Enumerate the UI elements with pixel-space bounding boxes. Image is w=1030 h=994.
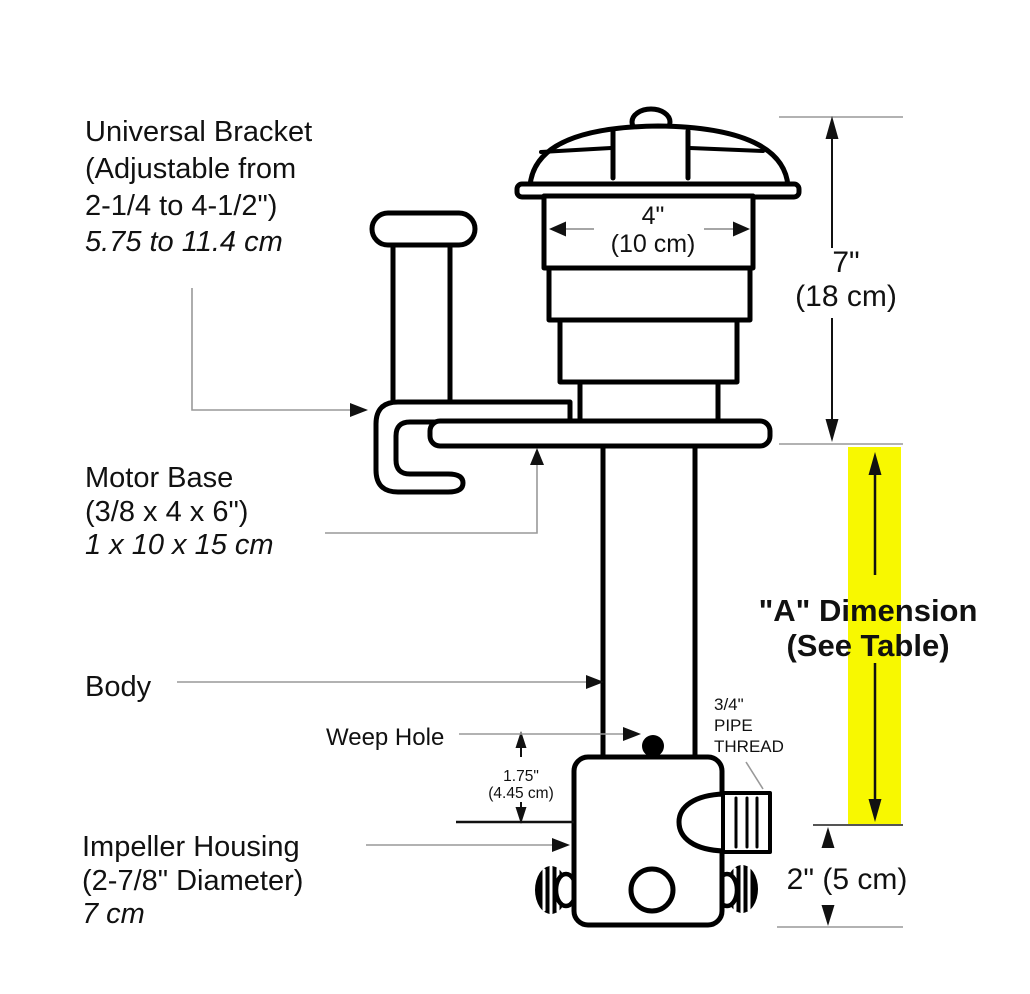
arrow-left-icon	[549, 221, 566, 237]
a-dimension-label-1: "A" Dimension	[759, 593, 978, 628]
motor-section-2	[546, 265, 753, 323]
arrow-right-icon	[623, 727, 641, 741]
arrow-up-icon	[868, 452, 882, 475]
svg-text:Motor Base: Motor Base	[85, 462, 233, 494]
weep-hole-dot	[642, 735, 664, 757]
label-motor-base: Motor Base (3/8 x 4 x 6") 1 x 10 x 15 cm	[85, 462, 274, 561]
svg-text:7 cm: 7 cm	[82, 898, 145, 930]
dim-housing-clearance: 2" (5 cm)	[777, 827, 908, 928]
svg-text:Universal Bracket: Universal Bracket	[85, 116, 312, 148]
motor-cap-inner-line-left	[539, 146, 613, 154]
dim-motor-width-in: 4"	[642, 202, 665, 230]
dim-a-dimension: "A" Dimension (See Table)	[759, 452, 978, 826]
motor-section-1	[541, 193, 756, 271]
motor-section-4	[577, 379, 721, 425]
leader-arrowheads	[350, 403, 641, 852]
svg-text:2-1/4 to 4-1/2"): 2-1/4 to 4-1/2")	[85, 190, 277, 222]
label-pipe-thread: 3/4" PIPE THREAD	[714, 695, 784, 756]
dim-weep-height: 1.75" (4.45 cm)	[456, 731, 574, 824]
arrow-up-icon	[530, 448, 544, 465]
leader-universal-bracket	[191, 288, 351, 411]
label-weep-hole: Weep Hole	[326, 724, 444, 751]
outlet-thread	[721, 791, 772, 854]
arrow-up-icon	[825, 116, 839, 139]
svg-text:PIPE: PIPE	[714, 716, 753, 735]
bracket-post	[390, 240, 453, 408]
svg-text:(Adjustable from: (Adjustable from	[85, 153, 296, 185]
pump-drawing	[369, 106, 802, 928]
svg-text:(3/8 x 4 x 6"): (3/8 x 4 x 6")	[85, 496, 248, 528]
leader-pipe-thread	[745, 761, 764, 790]
svg-text:5.75 to 11.4 cm: 5.75 to 11.4 cm	[85, 226, 283, 258]
leader-motor-base	[325, 463, 538, 534]
housing-knob-left	[535, 865, 579, 915]
dimensions: 4" (10 cm) 7" (18 cm) "A" Dimension (See…	[456, 116, 978, 928]
labels: Universal Bracket (Adjustable from 2-1/4…	[82, 116, 784, 930]
arrow-down-icon	[868, 799, 882, 822]
motor-cap-inner-line-right	[688, 146, 765, 153]
housing-front-port	[628, 866, 676, 914]
svg-text:Impeller Housing: Impeller Housing	[82, 831, 300, 863]
arrow-down-icon	[825, 419, 839, 442]
svg-text:(2-7/8" Diameter): (2-7/8" Diameter)	[82, 865, 303, 897]
arrow-right-icon	[350, 403, 368, 417]
dim-weep-cm: (4.45 cm)	[488, 785, 553, 802]
arrow-up-icon	[821, 827, 835, 848]
svg-text:THREAD: THREAD	[714, 737, 784, 756]
a-dimension-label-2: (See Table)	[786, 628, 949, 663]
dim-motor-width-cm: (10 cm)	[611, 230, 696, 258]
pump-body-tube	[600, 437, 698, 763]
arrow-right-icon	[733, 221, 750, 237]
motor-section-3	[557, 317, 740, 385]
arrow-down-icon	[515, 807, 527, 824]
dim-motor-height-in: 7"	[832, 246, 859, 279]
outlet-nose	[676, 791, 727, 854]
arrow-right-icon	[552, 838, 570, 852]
dim-weep-in: 1.75"	[503, 768, 539, 785]
svg-text:1 x 10 x 15 cm: 1 x 10 x 15 cm	[85, 529, 274, 561]
svg-text:3/4": 3/4"	[714, 695, 744, 714]
arrow-up-icon	[515, 731, 527, 748]
arrow-down-icon	[821, 905, 835, 926]
arrow-right-icon	[586, 675, 604, 689]
dim-motor-height-cm: (18 cm)	[795, 280, 897, 313]
dim-motor-height: 7" (18 cm)	[779, 116, 903, 445]
label-impeller-housing: Impeller Housing (2-7/8" Diameter) 7 cm	[82, 831, 303, 930]
dim-housing-clearance-text: 2" (5 cm)	[787, 863, 908, 896]
label-body: Body	[85, 671, 152, 703]
leader-lines	[177, 288, 764, 846]
motor-base-plate	[427, 418, 773, 449]
motor-cap-dome	[527, 123, 791, 189]
label-universal-bracket: Universal Bracket (Adjustable from 2-1/4…	[85, 116, 312, 258]
dim-motor-width: 4" (10 cm)	[549, 202, 750, 258]
bracket-handle	[369, 210, 478, 248]
